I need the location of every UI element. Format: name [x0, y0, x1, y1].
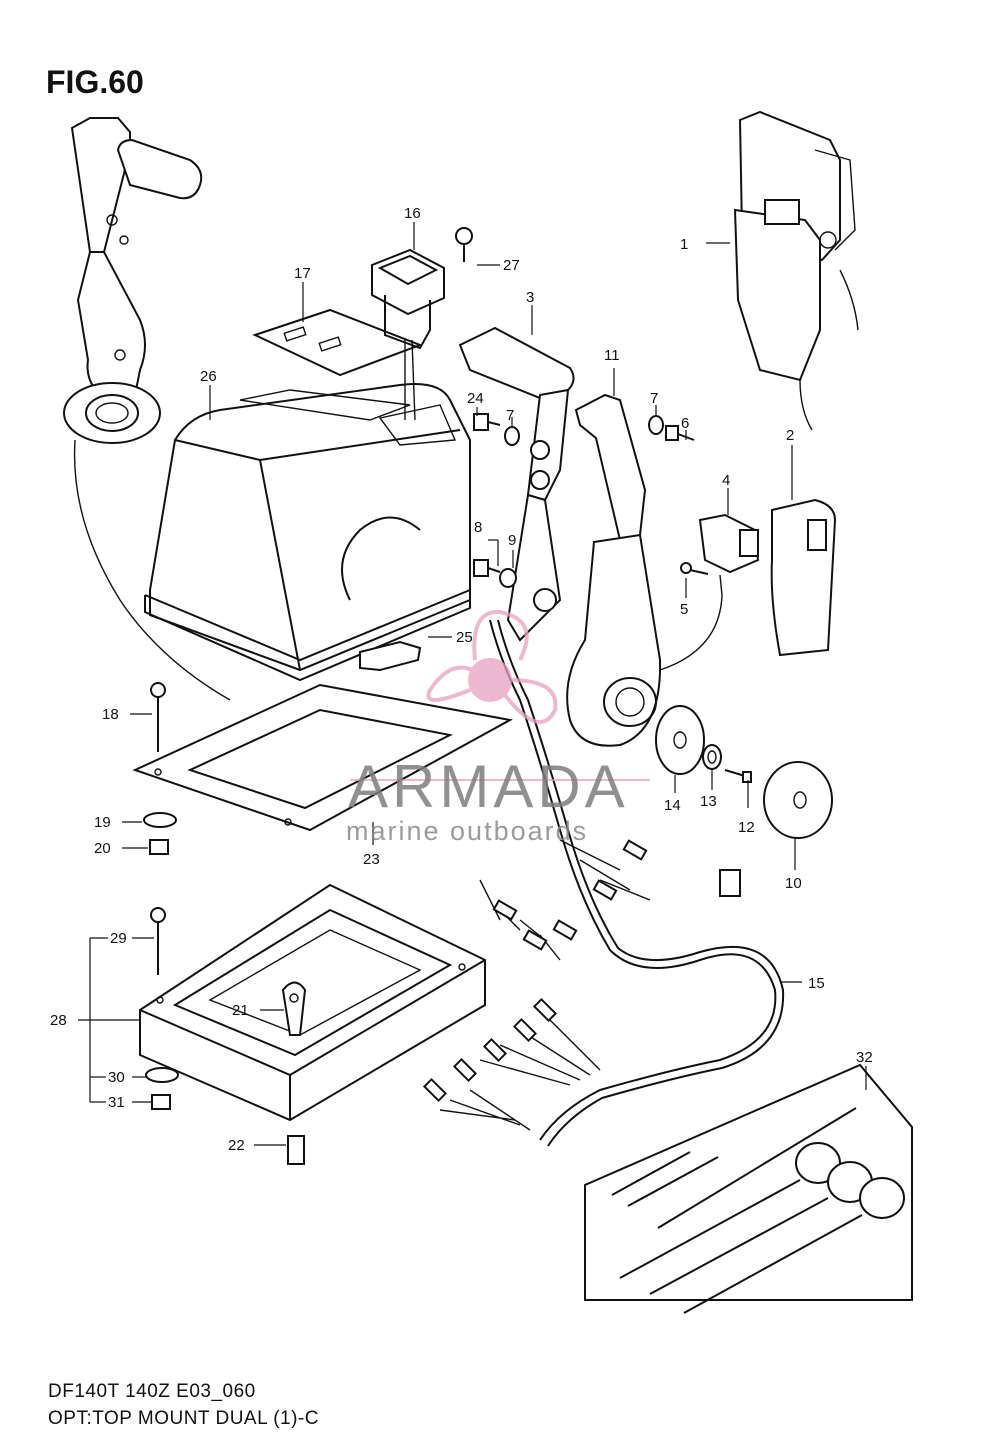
- callout-16: 16: [404, 205, 421, 222]
- callout-18: 18: [102, 706, 119, 723]
- nut-31: [151, 1094, 171, 1110]
- part-25: [359, 640, 422, 672]
- watermark-propeller-logo: [350, 609, 650, 781]
- sensor-4: [659, 513, 760, 671]
- switch-16: [371, 248, 445, 421]
- figure-title: FIG.60: [46, 64, 144, 100]
- callout-11: 11: [604, 347, 620, 364]
- callout-15: 15: [808, 975, 825, 992]
- washer-30: [145, 1067, 179, 1083]
- callout-12: 12: [738, 819, 755, 836]
- callout-8: 8: [474, 519, 482, 536]
- callout-26: 26: [200, 368, 217, 385]
- callout-7-left: 7: [506, 407, 514, 424]
- control-unit-assembly: [733, 110, 859, 431]
- callout-25: 25: [456, 629, 473, 646]
- gasket-23: [132, 683, 513, 832]
- callout-23: 23: [363, 851, 380, 868]
- callout-1: 1: [680, 236, 688, 253]
- hub-parts: [655, 705, 833, 839]
- callout-22: 22: [228, 1137, 245, 1154]
- callout-10: 10: [785, 875, 802, 892]
- footer-model-code: DF140T 140Z E03_060: [48, 1381, 256, 1402]
- callout-24: 24: [467, 390, 484, 407]
- base-28: [139, 883, 486, 1122]
- watermark-tagline: marine outboards: [346, 816, 589, 846]
- callout-32: 32: [856, 1049, 873, 1066]
- callout-29: 29: [110, 930, 127, 947]
- callout-30: 30: [108, 1069, 125, 1086]
- lever-arm-3: [458, 326, 575, 642]
- leader-lines: [78, 222, 867, 1146]
- callout-2: 2: [786, 427, 794, 444]
- callout-14: 14: [664, 797, 681, 814]
- watermark-brand: ARMADA: [348, 753, 629, 820]
- cover-housing: [144, 383, 471, 682]
- bolt-29: [150, 907, 166, 975]
- washer-19: [143, 812, 177, 828]
- callout-6: 6: [681, 415, 689, 432]
- nut-20: [149, 839, 169, 855]
- bolt-washer-group-right: [648, 415, 695, 441]
- callout-21: 21: [232, 1002, 249, 1019]
- bolt-18: [150, 682, 166, 752]
- callout-20: 20: [94, 840, 111, 857]
- cover-part-2: [770, 498, 837, 657]
- callout-17: 17: [294, 265, 311, 282]
- bracket-11: [566, 393, 662, 747]
- callout-27: 27: [503, 257, 520, 274]
- clip-22: [287, 1135, 305, 1165]
- callout-labels: 1 2 3 4 5 6 7 7 8 9 10 11 12 13 14 15 16…: [50, 205, 873, 1154]
- callout-9: 9: [508, 532, 516, 549]
- left-control-lever: [63, 117, 231, 701]
- callout-19: 19: [94, 814, 111, 831]
- callout-13: 13: [700, 793, 717, 810]
- mounting-plate-17: [252, 308, 423, 377]
- hardware-kit-32: [584, 1063, 913, 1314]
- wire-harness-15: [422, 619, 785, 1147]
- screw-27: [455, 227, 473, 262]
- callout-5: 5: [680, 601, 688, 618]
- callout-28: 28: [50, 1012, 67, 1029]
- grommet-21: [281, 981, 307, 1036]
- callout-3: 3: [526, 289, 534, 306]
- callout-31: 31: [108, 1094, 125, 1111]
- footer-description: OPT:TOP MOUNT DUAL (1)-C: [48, 1408, 319, 1429]
- callout-7-right: 7: [650, 390, 658, 407]
- bolt-washer-group-left: [473, 413, 520, 588]
- callout-4: 4: [722, 472, 730, 489]
